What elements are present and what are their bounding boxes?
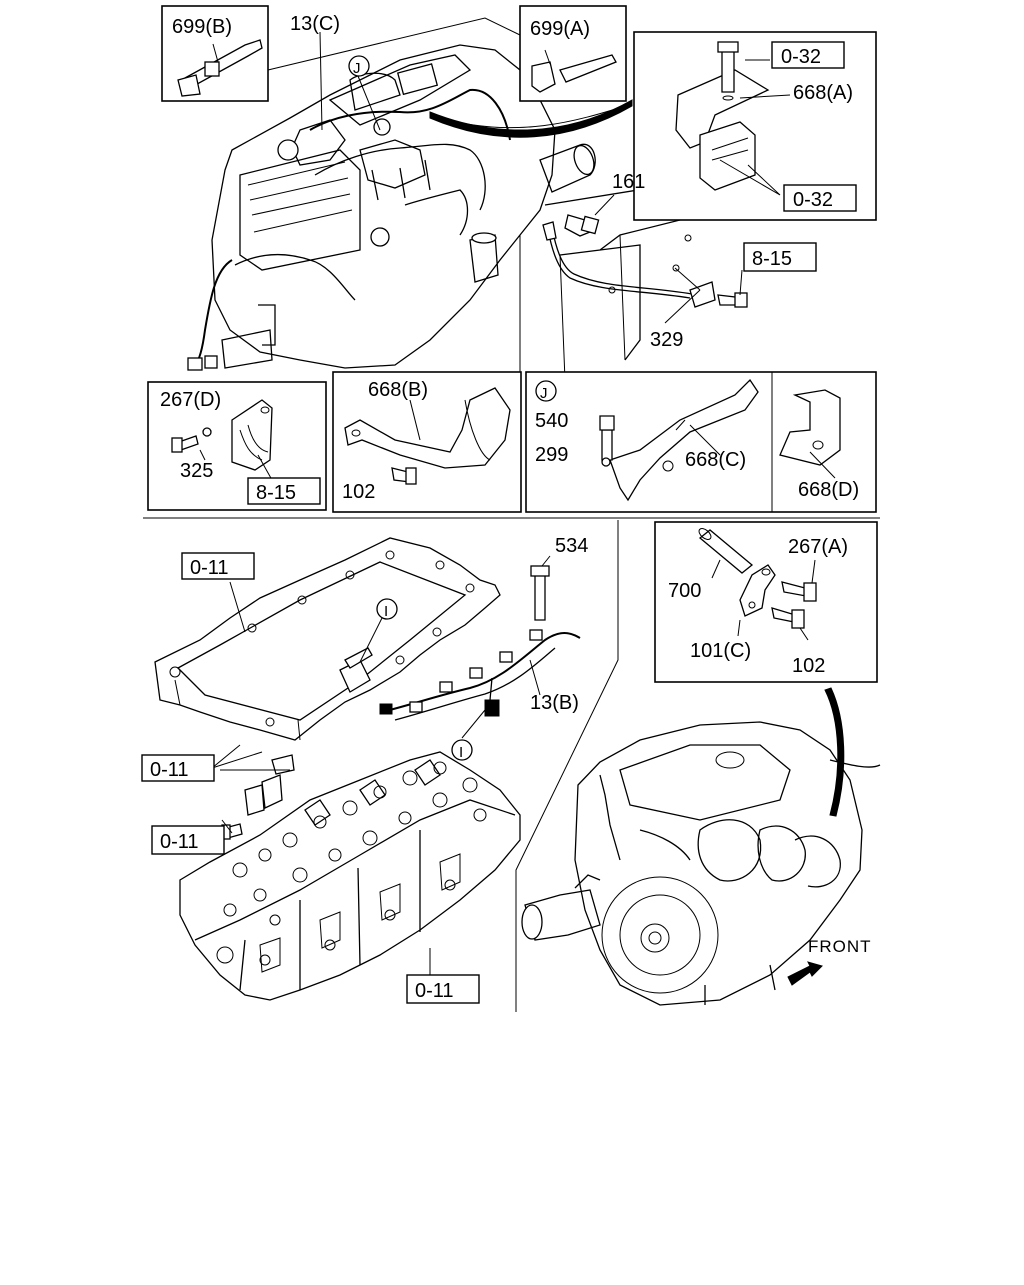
ref-box-0-11-c — [151, 825, 225, 855]
divider-diagonal — [515, 520, 619, 1012]
callout-8-15-a: 8-15 — [752, 248, 792, 270]
callout-699a: 699(A) — [530, 18, 590, 40]
callout-700: 700 — [668, 580, 701, 602]
callout-668a: 668(A) — [793, 82, 853, 104]
marker-i-2 — [451, 739, 473, 761]
callout-325: 325 — [180, 460, 213, 482]
ref-box-0-11-d — [406, 974, 480, 1004]
callout-668d: 668(D) — [798, 479, 859, 501]
ref-box-0-11-b — [141, 754, 215, 782]
callout-534: 534 — [555, 535, 588, 557]
callout-0-11-d: 0-11 — [415, 980, 454, 1002]
engine-front-illustration — [521, 721, 881, 1006]
callout-0-32-a: 0-32 — [781, 46, 821, 68]
harness-13b — [379, 555, 581, 721]
callout-13b: 13(B) — [530, 692, 579, 714]
callout-102-b: 102 — [792, 655, 825, 677]
callout-540: 540 — [535, 410, 568, 432]
ref-box-8-15-b — [247, 477, 321, 505]
callout-101c: 101(C) — [690, 640, 751, 662]
callout-0-11-b: 0-11 — [150, 759, 189, 781]
callout-i-2: I — [459, 744, 463, 761]
leader-arrow-267a — [824, 687, 845, 817]
callout-329: 329 — [650, 329, 683, 351]
marker-j-box — [535, 380, 557, 402]
ref-box-0-11-a — [181, 552, 255, 580]
callout-0-11-c: 0-11 — [160, 831, 199, 853]
front-label: FRONT — [808, 937, 872, 956]
callout-0-32-b: 0-32 — [793, 189, 833, 211]
callout-161: 161 — [612, 171, 645, 193]
callout-299: 299 — [535, 444, 568, 466]
callout-668c: 668(C) — [685, 449, 746, 471]
callout-j-top: J — [353, 60, 361, 77]
cylinder-head-illustration — [179, 751, 521, 1001]
inset-j — [525, 371, 877, 513]
front-arrow-icon — [787, 961, 823, 986]
inset-668b — [332, 371, 522, 513]
callout-i-1: I — [384, 603, 388, 620]
top-leaders — [267, 17, 743, 324]
callout-267d: 267(D) — [160, 389, 221, 411]
marker-i-1 — [376, 598, 398, 620]
ref-box-0-32-a — [771, 41, 845, 69]
lower-leaders — [211, 581, 486, 834]
ref-box-8-15-a — [743, 242, 817, 272]
ref-box-0-32-b — [783, 184, 857, 212]
marker-j-top — [348, 55, 370, 77]
inset-699b — [161, 5, 269, 102]
callout-699b: 699(B) — [172, 16, 232, 38]
callout-13c: 13(C) — [290, 13, 340, 35]
inset-699a — [519, 5, 627, 102]
callout-0-11-a: 0-11 — [190, 557, 229, 579]
top-engine-illustration — [187, 44, 748, 381]
callout-j-box: J — [540, 385, 548, 402]
callout-267a: 267(A) — [788, 536, 848, 558]
callout-102-a: 102 — [342, 481, 375, 503]
callout-8-15-b: 8-15 — [256, 482, 296, 504]
inset-267a — [654, 521, 878, 683]
callout-668b: 668(B) — [368, 379, 428, 401]
gasket-illustration — [154, 537, 501, 741]
